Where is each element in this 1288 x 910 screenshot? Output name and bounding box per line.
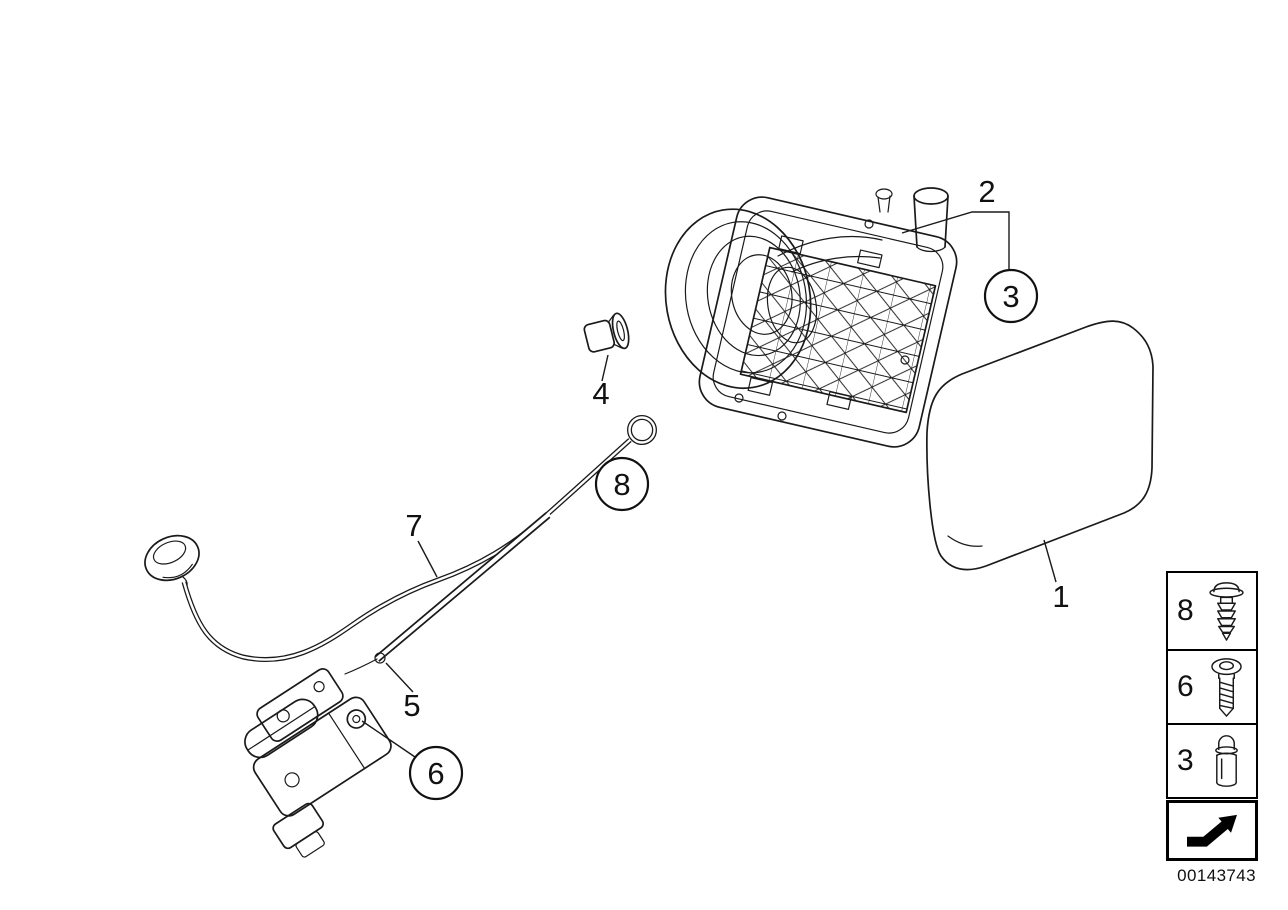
release-cable bbox=[181, 415, 657, 663]
leader-lines bbox=[361, 211, 1057, 758]
callout-8[interactable]: 8 bbox=[594, 456, 650, 512]
fastener-legend: 8 6 3 bbox=[1166, 571, 1258, 799]
fuel-filler-flap bbox=[926, 320, 1154, 571]
filler-pot-bellows bbox=[664, 208, 812, 390]
grommet-plug bbox=[583, 312, 630, 353]
flap-actuator bbox=[244, 668, 392, 858]
expansion-rivet-icon bbox=[1209, 582, 1244, 641]
direction-arrow-box bbox=[1166, 800, 1258, 861]
release-grommet bbox=[144, 534, 200, 587]
stud-pin-icon bbox=[1215, 735, 1238, 787]
legend-row-8[interactable]: 8 bbox=[1168, 573, 1256, 649]
callout-7[interactable]: 7 bbox=[405, 508, 422, 543]
direction-arrow-icon bbox=[1187, 814, 1237, 847]
legend-row-3[interactable]: 3 bbox=[1168, 723, 1256, 797]
callout-2[interactable]: 2 bbox=[978, 174, 995, 209]
callout-4[interactable]: 4 bbox=[592, 376, 609, 411]
callout-5[interactable]: 5 bbox=[403, 688, 420, 723]
doc-number: 00143743 bbox=[1177, 866, 1256, 885]
housing-lattice-panel bbox=[739, 235, 937, 414]
legend-label-6: 6 bbox=[1177, 670, 1194, 703]
callout-3[interactable]: 3 bbox=[983, 268, 1039, 324]
legend-label-8: 8 bbox=[1177, 594, 1194, 627]
callout-8-label: 8 bbox=[613, 467, 630, 502]
callout-1[interactable]: 1 bbox=[1052, 579, 1069, 614]
legend-row-6[interactable]: 6 bbox=[1168, 649, 1256, 723]
actuator-rod bbox=[344, 512, 551, 675]
callout-6[interactable]: 6 bbox=[408, 745, 464, 801]
legend-label-3: 3 bbox=[1177, 744, 1194, 777]
filler-pot-housing bbox=[664, 187, 958, 448]
housing-hinge-pin bbox=[913, 187, 949, 253]
callout-6-label: 6 bbox=[427, 756, 444, 791]
callout-3-label: 3 bbox=[1002, 279, 1019, 314]
screw-icon bbox=[1211, 658, 1242, 717]
housing-screw bbox=[875, 188, 893, 213]
